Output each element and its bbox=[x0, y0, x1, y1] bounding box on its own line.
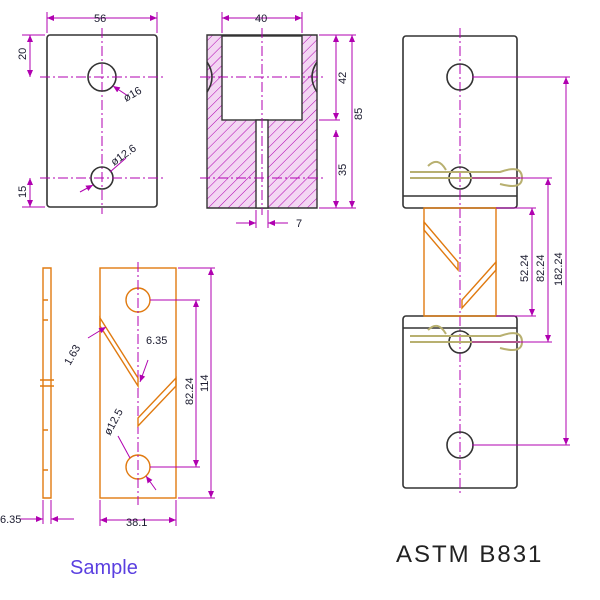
assembly-view bbox=[402, 28, 570, 496]
dim-assembly-inner: 52.24 bbox=[519, 254, 531, 282]
dim-top-width-40: 40 bbox=[255, 13, 267, 25]
dim-sample-thickness: 6.35 bbox=[0, 514, 21, 526]
dim-hole-small: ø12.6 bbox=[109, 142, 139, 168]
dim-assembly-mid: 82.24 bbox=[535, 254, 547, 282]
dim-sample-width: 38.1 bbox=[126, 517, 147, 529]
sample-side-view bbox=[20, 267, 74, 524]
dim-assembly-outer: 182.24 bbox=[553, 252, 565, 286]
dim-hole-large: ø16 bbox=[122, 85, 144, 105]
grip-section-view bbox=[200, 12, 356, 228]
dim-total-height: 85 bbox=[353, 108, 365, 120]
caption-astm-b831: ASTM B831 bbox=[396, 541, 543, 568]
grip-front-view bbox=[22, 12, 164, 214]
caption-sample: Sample bbox=[70, 557, 138, 579]
dim-sample-slot: 6.35 bbox=[146, 335, 167, 347]
dim-width-56: 56 bbox=[94, 13, 106, 25]
dim-lower-height: 35 bbox=[337, 164, 349, 176]
dim-sample-notch: 1.63 bbox=[62, 343, 83, 368]
dim-sample-hole: ø12.5 bbox=[102, 407, 126, 437]
sample-front-view bbox=[87, 262, 215, 526]
dim-sample-length: 114 bbox=[199, 374, 211, 392]
dim-slot-width: 7 bbox=[296, 218, 302, 230]
dim-bottom-offset: 15 bbox=[17, 186, 29, 198]
dim-upper-height: 42 bbox=[337, 72, 349, 84]
dim-top-offset: 20 bbox=[17, 48, 29, 60]
dim-sample-hole-span: 82.24 bbox=[184, 377, 196, 405]
